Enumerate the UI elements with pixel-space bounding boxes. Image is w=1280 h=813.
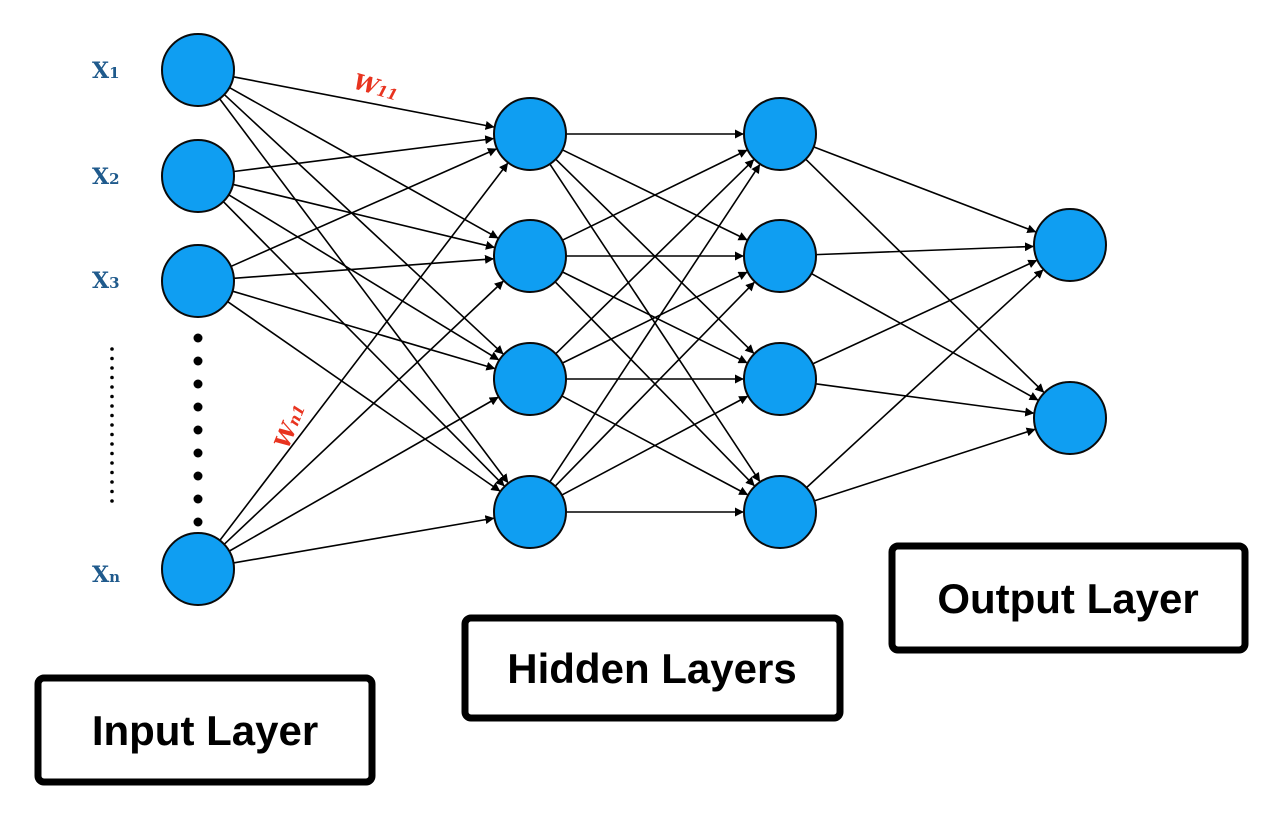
label-ellipsis-dot-10 <box>110 432 114 437</box>
node-output-1 <box>1033 208 1107 282</box>
node-hidden2-2 <box>743 219 817 293</box>
edge-hidden1-3-to-hidden2-2 <box>561 271 748 364</box>
input-label-xn: Xn <box>92 562 120 588</box>
edge-hidden1-4-to-hidden2-2 <box>554 281 755 487</box>
edge-input-2-to-hidden1-2 <box>232 183 495 250</box>
edge-input-2-to-hidden1-1 <box>233 135 495 173</box>
connection-edges <box>218 76 1045 564</box>
label-ellipsis-dot-4 <box>110 375 114 380</box>
edge-input-2-to-hidden1-3 <box>228 194 500 361</box>
edge-hidden2-3-to-output-1 <box>812 259 1038 365</box>
edge-input-3-to-hidden1-4 <box>227 300 501 492</box>
edge-input-1-to-hidden1-1 <box>233 76 495 130</box>
edge-hidden2-4-to-output-1 <box>805 269 1044 489</box>
node-hidden2-4 <box>743 475 817 549</box>
edge-input-4-to-hidden1-3 <box>228 396 499 552</box>
edge-hidden2-2-to-output-1 <box>815 242 1034 256</box>
label-ellipsis-dot-6 <box>110 394 114 399</box>
node-input-4 <box>161 532 235 606</box>
node-input-1 <box>161 33 235 107</box>
edge-hidden2-1-to-output-1 <box>813 146 1037 234</box>
node-ellipsis-dot-3 <box>193 379 203 389</box>
edge-input-1-to-hidden1-4 <box>218 98 509 484</box>
label-ellipsis-dot-9 <box>110 423 114 427</box>
edge-input-1-to-hidden1-2 <box>229 86 499 239</box>
label-ellipsis-dot-11 <box>110 442 114 446</box>
edge-input-3-to-hidden1-2 <box>233 254 495 280</box>
input-layer-label: Input Layer <box>92 707 318 754</box>
edge-input-4-to-hidden1-2 <box>223 280 504 545</box>
edge-hidden1-4-to-hidden2-3 <box>561 395 749 496</box>
label-ellipsis-dot-14 <box>110 470 114 475</box>
label-ellipsis-dot-13 <box>110 461 114 465</box>
label-ellipsis-dot-2 <box>110 356 114 361</box>
label-ellipsis-dot-5 <box>110 385 114 389</box>
weight-label-wn1: Wn1 <box>269 400 310 452</box>
edge-input-4-to-hidden1-1 <box>219 162 509 541</box>
node-ellipsis-dot-5 <box>193 425 203 435</box>
node-hidden2-3 <box>743 342 817 416</box>
node-ellipsis-dot-1 <box>193 333 203 343</box>
hidden-layers-label: Hidden Layers <box>507 645 796 692</box>
label-ellipsis-dot-7 <box>110 404 114 408</box>
node-input-3 <box>161 244 235 318</box>
node-hidden1-3 <box>493 342 567 416</box>
input-layer-box: Input Layer <box>34 674 376 786</box>
node-ellipsis-dot-4 <box>193 402 203 412</box>
ellipsis-dots <box>110 333 203 527</box>
edge-input-4-to-hidden1-4 <box>233 515 495 564</box>
output-layer-label: Output Layer <box>937 575 1198 622</box>
edge-input-1-to-hidden1-3 <box>223 93 504 355</box>
label-ellipsis-dot-3 <box>110 366 114 370</box>
label-ellipsis-dot-8 <box>110 413 114 418</box>
input-label-x1: X1 <box>92 58 120 84</box>
node-hidden1-2 <box>493 219 567 293</box>
edge-hidden2-3-to-output-2 <box>815 383 1035 417</box>
edge-hidden1-2-to-hidden2-1 <box>562 149 748 241</box>
node-ellipsis-dot-7 <box>193 471 203 481</box>
node-ellipsis-dot-9 <box>193 517 203 527</box>
weight-label-w11: W11 <box>350 69 401 107</box>
edge-hidden1-3-to-hidden2-1 <box>555 159 755 355</box>
node-hidden2-1 <box>743 97 817 171</box>
node-input-2 <box>161 139 235 213</box>
label-ellipsis-dot-17 <box>110 499 114 503</box>
edge-input-2-to-hidden1-4 <box>222 201 505 487</box>
node-hidden1-1 <box>493 97 567 171</box>
node-hidden1-4 <box>493 475 567 549</box>
neuron-nodes <box>161 33 1107 606</box>
edge-input-3-to-hidden1-3 <box>232 290 496 371</box>
edge-hidden2-1-to-output-2 <box>805 158 1045 393</box>
edge-hidden2-4-to-output-2 <box>813 427 1036 502</box>
edge-hidden1-4-to-hidden2-1 <box>549 164 761 483</box>
node-ellipsis-dot-8 <box>193 494 203 504</box>
output-layer-box: Output Layer <box>888 542 1249 654</box>
hidden-layers-box: Hidden Layers <box>461 614 844 722</box>
label-ellipsis-dot-15 <box>110 480 114 484</box>
label-ellipsis-dot-12 <box>110 451 114 456</box>
input-label-x2: X2 <box>92 164 120 190</box>
edge-hidden2-2-to-output-2 <box>811 272 1039 401</box>
label-ellipsis-dot-16 <box>110 489 114 494</box>
node-output-2 <box>1033 381 1107 455</box>
node-ellipsis-dot-2 <box>193 356 203 366</box>
label-ellipsis-dot-1 <box>110 347 114 351</box>
edge-input-3-to-hidden1-1 <box>230 148 497 268</box>
input-label-x3: X3 <box>92 268 120 294</box>
node-ellipsis-dot-6 <box>193 448 203 458</box>
